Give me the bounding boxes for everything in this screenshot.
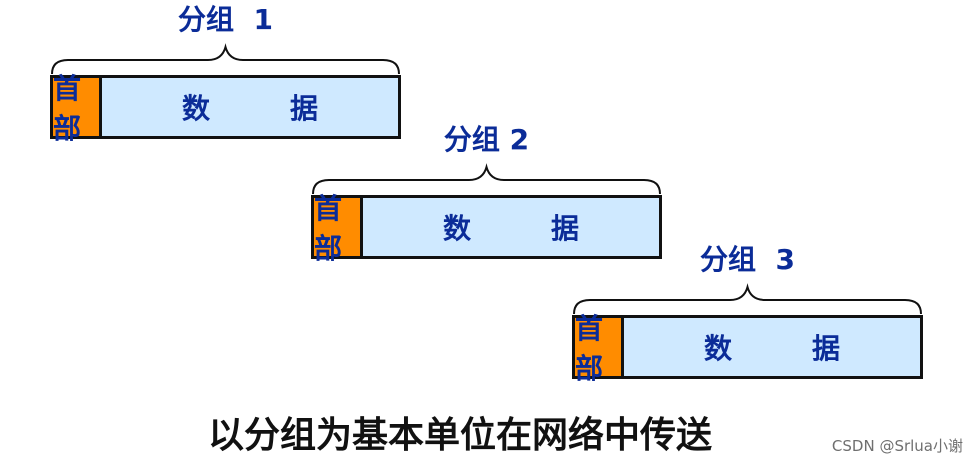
packet-title: 分组 3 — [700, 243, 795, 276]
brace-icon — [573, 283, 922, 315]
packet-2: 分组 2 首部 数据 — [311, 120, 662, 265]
packet-data-segment: 数据 — [362, 198, 659, 256]
packet-3: 分组 3 首部 数据 — [572, 240, 923, 385]
packet-header-segment: 首部 — [53, 72, 102, 145]
packet-title: 分组 2 — [443, 123, 530, 156]
packet-box: 首部 数据 — [50, 72, 401, 145]
packet-title: 分组 1 — [178, 3, 273, 36]
csdn-watermark: CSDN @Srlua小谢 — [831, 437, 963, 455]
packet-1: 分组 1 首部 数据 — [50, 0, 401, 145]
packet-header-segment: 首部 — [575, 312, 624, 385]
packet-data-segment: 数据 — [623, 318, 920, 376]
brace-icon — [312, 163, 661, 195]
packet-box: 首部 数据 — [311, 192, 662, 265]
packet-box: 首部 数据 — [572, 312, 923, 385]
brace-icon — [51, 43, 400, 75]
packet-data-segment: 数据 — [101, 78, 398, 136]
diagram-caption: 以分组为基本单位在网络中传送 — [208, 415, 713, 456]
packet-header-segment: 首部 — [314, 192, 363, 265]
